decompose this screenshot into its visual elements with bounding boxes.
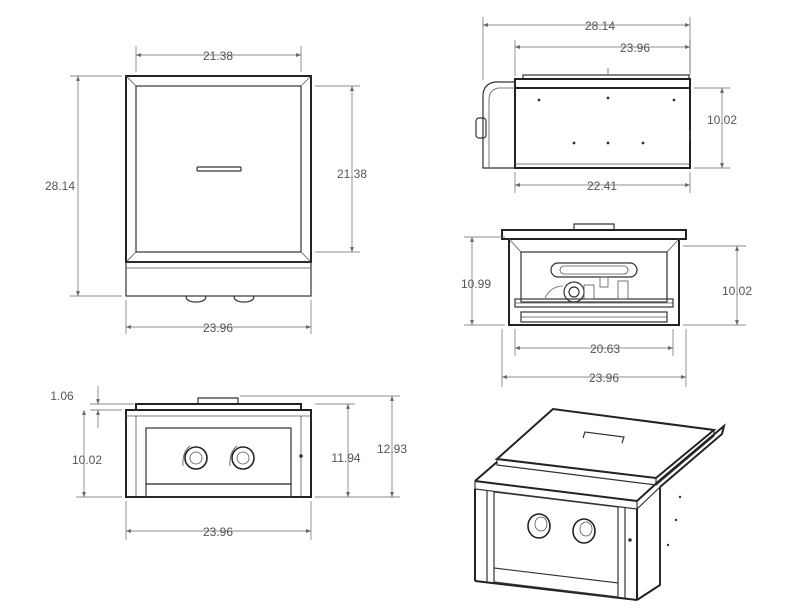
front-height-label: 11.94 [331,451,360,465]
side-base-label: 22.41 [587,179,617,193]
front-knob-right [231,446,255,470]
front-body-height-label: 10.02 [72,453,102,467]
side-overall-label: 28.14 [585,19,615,33]
iso-knob-right [572,518,596,544]
front-width-label: 23.96 [203,525,233,539]
front-handle [197,397,239,404]
rear-view: 10.99 10.02 20.63 23.96 [461,223,752,387]
front-knob-left [184,446,208,470]
top-depth-label: 28.14 [45,179,75,193]
iso-handle [582,431,625,444]
rear-handle [573,223,615,230]
knob-bump-left [185,295,207,303]
front-total-height-label: 12.93 [377,442,407,456]
top-outer-width-label: 23.96 [203,321,233,335]
front-view: 1.06 10.02 11.94 12.93 23.96 [50,386,407,540]
front-lid-label: 1.06 [50,389,74,403]
side-knob [475,117,487,139]
isometric-view [474,407,726,601]
side-height-label: 10.02 [707,113,737,127]
top-view: 21.38 28.14 21.38 23.96 [45,46,367,335]
top-inner-depth-label: 21.38 [337,167,367,181]
rear-inner-height-label: 10.02 [722,284,752,298]
control-panel-profile [482,81,515,169]
rear-outer-width-label: 23.96 [589,371,619,385]
iso-knob-left [527,513,551,539]
side-body-label: 23.96 [620,41,650,55]
rear-height-label: 10.99 [461,277,491,291]
rear-inner-width-label: 20.63 [590,342,620,356]
knob-bump-right [233,295,255,303]
top-width-label: 21.38 [203,49,233,63]
burner-tube [550,262,638,278]
lid-handle [196,166,242,172]
side-view: 28.14 23.96 10.02 22.41 [475,17,737,193]
